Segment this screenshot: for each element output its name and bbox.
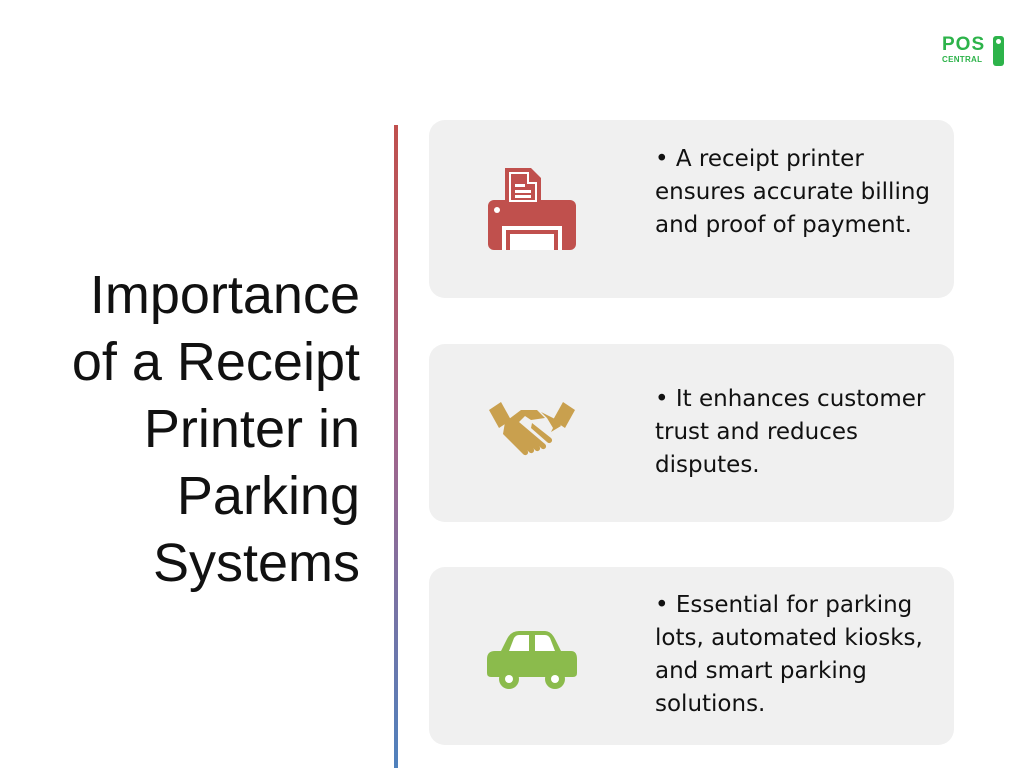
vertical-divider [394,125,398,768]
title-line: Printer in [143,399,360,459]
page-title: Importance of a Receipt Printer in Parki… [30,262,360,597]
printer-icon [485,164,579,254]
logo-tag-icon [993,36,1004,66]
card-text: • Essential for parking lots, automated … [655,592,923,717]
title-line: Parking [176,466,360,526]
info-card-trust: • It enhances customer trust and reduces… [429,344,954,522]
pos-central-logo: POS CENTRAL [940,34,1006,68]
handshake-icon [485,388,579,478]
info-card-parking: • Essential for parking lots, automated … [429,567,954,745]
card-text: • It enhances customer trust and reduces… [655,386,926,478]
logo-central-text: CENTRAL [942,55,983,64]
card-text: • A receipt printer ensures accurate bil… [655,146,931,238]
logo-pos-text: POS [942,34,986,55]
title-line: Systems [152,533,360,593]
car-icon [485,611,579,701]
title-line: Importance [89,265,360,325]
info-card-receipt: • A receipt printer ensures accurate bil… [429,120,954,298]
title-line: of a Receipt [71,332,360,392]
